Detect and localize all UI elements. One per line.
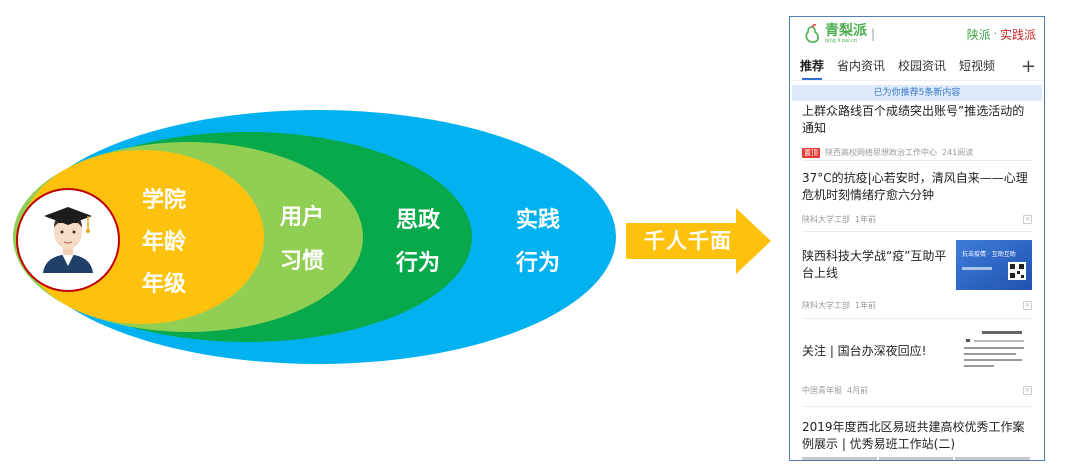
pear-logo-icon <box>805 24 819 43</box>
news-title: 2019年度西北区易班共建高校优秀工作案例展示 | 优秀易班工作站(二) <box>802 420 1025 451</box>
layer-label-line: 年级 <box>142 271 186 297</box>
phone-screenshot: 青梨派 qing li pai.cn | 陕派 · 实践派 推荐 省内资讯 校园… <box>789 16 1045 461</box>
slogan-dot: · <box>993 28 997 40</box>
news-title: 关注 | 国台办深夜回应! <box>802 344 927 358</box>
news-item[interactable]: 2019年度西北区易班共建高校优秀工作案例展示 | 优秀易班工作站(二) <box>802 407 1032 460</box>
layer-label-ideology: 思政 行为 <box>395 207 441 276</box>
news-meta: 陕科大学工部 1年前 × <box>802 214 1032 225</box>
news-item[interactable]: 37°C的抗疫|心若安时，清风自来——心理危机时刻情绪疗愈六分钟 陕科大学工部 … <box>802 161 1032 232</box>
layer-label-line: 实践 <box>516 207 560 233</box>
news-source: 中国青年报 <box>802 386 842 395</box>
dismiss-icon[interactable]: × <box>1023 215 1032 224</box>
user-profile-layers-diagram: 学院 年龄 年级 用户 习惯 思政 行为 实践 行为 <box>13 110 616 364</box>
thumbnail-caption: 抗击疫情 · 互助互助 <box>962 250 1016 258</box>
layer-label-line: 用户 <box>280 204 324 230</box>
app-logo-text: 青梨派 <box>825 23 867 39</box>
layer-label-line: 年龄 <box>142 229 187 255</box>
news-row: 关注 | 国台办深夜回应! <box>802 327 1032 377</box>
layer-label-college: 学院 年龄 年级 <box>142 187 187 297</box>
news-source: 陕西高校网络思想政治工作中心 <box>825 148 937 157</box>
graduate-avatar-icon <box>16 188 120 292</box>
news-item[interactable]: 上群众路线百个成绩突出账号”推选活动的通知 置顶 陕西高校网络思想政治工作中心 … <box>802 101 1032 161</box>
news-thumbnail-image: 抗击疫情 · 互助互助 <box>956 240 1032 290</box>
app-slogan: 陕派 · 实践派 <box>967 26 1036 43</box>
tab-province-news[interactable]: 省内资讯 <box>837 59 886 73</box>
app-logo[interactable]: 青梨派 qing li pai.cn <box>825 24 867 44</box>
news-time: 1年前 <box>855 301 877 310</box>
news-source: 陕科大学工部 <box>802 301 850 310</box>
slogan-part-2: 实践派 <box>999 27 1036 42</box>
dismiss-icon[interactable]: × <box>1023 386 1032 395</box>
layer-label-habit: 用户 习惯 <box>280 204 324 274</box>
add-tab-icon[interactable]: + <box>1020 56 1036 77</box>
category-tabs: 推荐 省内资讯 校园资讯 短视频 + <box>790 51 1044 81</box>
tab-recommended[interactable]: 推荐 <box>800 57 824 80</box>
logo-separator: | <box>871 27 876 41</box>
news-source: 陕科大学工部 <box>802 215 850 224</box>
news-meta: 置顶 陕西高校网络思想政治工作中心 241阅读 <box>802 147 1032 158</box>
news-feed: 上群众路线百个成绩突出账号”推选活动的通知 置顶 陕西高校网络思想政治工作中心 … <box>790 101 1044 460</box>
layer-label-line: 学院 <box>142 187 186 213</box>
news-title: 上群众路线百个成绩突出账号”推选活动的通知 <box>802 104 1025 135</box>
tab-campus-news[interactable]: 校园资讯 <box>898 59 947 73</box>
layer-label-line: 行为 <box>515 250 560 276</box>
tab-short-video[interactable]: 短视频 <box>959 59 996 73</box>
personalization-arrow-label: 千人千面 <box>644 229 732 253</box>
refresh-notice: 已为你推荐5条新内容 <box>792 85 1042 101</box>
app-logo-subtext: qing li pai.cn <box>825 38 857 44</box>
arrow-right-icon <box>626 208 771 274</box>
pinned-badge: 置顶 <box>802 147 820 158</box>
news-meta: 中国青年报 4月前 × <box>802 385 1032 396</box>
layer-label-practice: 实践 行为 <box>515 207 560 276</box>
app-header: 青梨派 qing li pai.cn | 陕派 · 实践派 <box>790 17 1044 51</box>
news-item[interactable]: 陕西科技大学战“疫”互助平台上线 抗击疫情 · 互助互助 陕科大学工部 1年前 … <box>802 232 1032 319</box>
news-thumbnail-strip <box>802 457 1032 460</box>
news-reads: 241阅读 <box>942 148 974 157</box>
layer-label-line: 习惯 <box>280 249 324 274</box>
news-time: 4月前 <box>847 386 869 395</box>
layer-label-line: 行为 <box>395 250 440 276</box>
slogan-part-1: 陕派 <box>966 27 991 42</box>
news-item[interactable]: 关注 | 国台办深夜回应! 中国青年报 4月前 × <box>802 319 1032 407</box>
news-title: 37°C的抗疫|心若安时，清风自来——心理危机时刻情绪疗愈六分钟 <box>802 171 1028 202</box>
dismiss-icon[interactable]: × <box>1023 301 1032 310</box>
layer-label-line: 思政 <box>396 207 441 233</box>
news-meta: 陕科大学工部 1年前 × <box>802 300 1032 311</box>
news-row: 陕西科技大学战“疫”互助平台上线 抗击疫情 · 互助互助 <box>802 240 1032 290</box>
news-time: 1年前 <box>855 215 877 224</box>
news-title: 陕西科技大学战“疫”互助平台上线 <box>802 249 947 280</box>
news-thumbnail-image <box>956 327 1032 377</box>
